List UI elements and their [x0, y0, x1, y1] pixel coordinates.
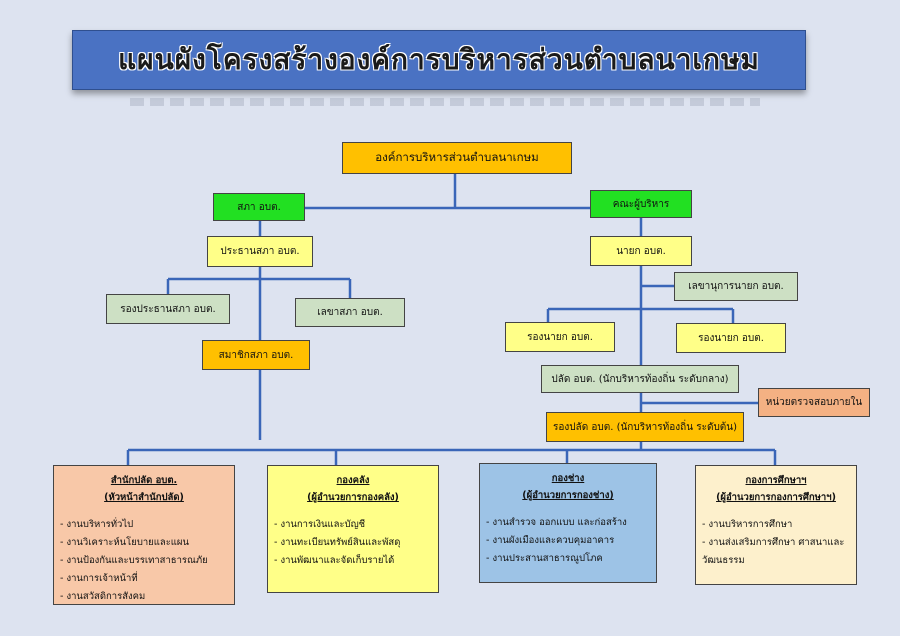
- task-item: งานทะเบียนทรัพย์สินและพัสดุ: [274, 534, 432, 552]
- task-item: งานประสานสาธารณูปโภค: [486, 550, 650, 568]
- department-office-chief: สำนักปลัด อบต. (หัวหน้าสำนักปลัด) งานบริ…: [53, 465, 235, 605]
- node-chief-admin: ปลัด อบต. (นักบริหารท้องถิ่น ระดับกลาง): [541, 365, 739, 393]
- node-mayor: นายก อบต.: [590, 236, 692, 266]
- department-task-list: งานบริหารการศึกษา งานส่งเสริมการศึกษา ศา…: [702, 516, 850, 570]
- node-mayor-secretary: เลขานุการนายก อบต.: [674, 272, 798, 301]
- node-deputy-mayor-1: รองนายก อบต.: [505, 322, 615, 352]
- node-deputy-chief: รองปลัด อบต. (นักบริหารท้องถิ่น ระดับต้น…: [546, 412, 744, 442]
- department-title: สำนักปลัด อบต.: [110, 475, 178, 486]
- page-title: แผนผังโครงสร้างองค์การบริหารส่วนตำบลนาเก…: [118, 43, 760, 76]
- task-item: งานการเงินและบัญชี: [274, 516, 432, 534]
- node-deputy-mayor-2: รองนายก อบต.: [676, 323, 786, 353]
- department-title: กองช่าง: [551, 473, 585, 484]
- department-head: (ผู้อำนวยการกองคลัง): [307, 492, 399, 503]
- node-council-secretary: เลขาสภา อบต.: [295, 298, 405, 327]
- department-head: (ผู้อำนวยการกองการศึกษาฯ): [716, 492, 836, 503]
- task-item: งานสำรวจ ออกแบบ และก่อสร้าง: [486, 514, 650, 532]
- node-internal-audit: หน่วยตรวจสอบภายใน: [758, 388, 870, 417]
- task-item: งานวิเคราะห์นโยบายและแผน: [60, 534, 228, 552]
- department-engineering: กองช่าง (ผู้อำนวยการกองช่าง) งานสำรวจ ออ…: [479, 463, 657, 583]
- node-council-chair: ประธานสภา อบต.: [207, 236, 313, 267]
- department-head: (ผู้อำนวยการกองช่าง): [522, 490, 614, 501]
- node-council-member: สมาชิกสภา อบต.: [202, 340, 310, 370]
- task-item: งานพัฒนาและจัดเก็บรายได้: [274, 552, 432, 570]
- task-item: งานส่งเสริมการศึกษา ศาสนาและวัฒนธรรม: [702, 534, 850, 570]
- title-reflection: [130, 98, 760, 106]
- department-task-list: งานสำรวจ ออกแบบ และก่อสร้าง งานผังเมืองแ…: [486, 514, 650, 568]
- task-item: งานสวัสดิการสังคม: [60, 588, 228, 606]
- department-task-list: งานการเงินและบัญชี งานทะเบียนทรัพย์สินแล…: [274, 516, 432, 570]
- title-banner: แผนผังโครงสร้างองค์การบริหารส่วนตำบลนาเก…: [72, 30, 806, 90]
- task-item: งานป้องกันและบรรเทาสาธารณภัย: [60, 552, 228, 570]
- task-item: งานการเจ้าหน้าที่: [60, 570, 228, 588]
- task-item: งานบริหารทั่วไป: [60, 516, 228, 534]
- department-education: กองการศึกษาฯ (ผู้อำนวยการกองการศึกษาฯ) ง…: [695, 465, 857, 585]
- department-finance: กองคลัง (ผู้อำนวยการกองคลัง) งานการเงินแ…: [267, 465, 439, 593]
- department-task-list: งานบริหารทั่วไป งานวิเคราะห์นโยบายและแผน…: [60, 516, 228, 606]
- node-vice-chair: รองประธานสภา อบต.: [106, 294, 230, 324]
- node-executive: คณะผู้บริหาร: [590, 190, 692, 218]
- department-title: กองคลัง: [336, 475, 370, 486]
- department-head: (หัวหน้าสำนักปลัด): [104, 492, 184, 503]
- task-item: งานผังเมืองและควบคุมอาคาร: [486, 532, 650, 550]
- node-council: สภา อบต.: [213, 193, 305, 221]
- node-root: องค์การบริหารส่วนตำบลนาเกษม: [342, 142, 572, 174]
- department-title: กองการศึกษาฯ: [745, 475, 807, 486]
- task-item: งานบริหารการศึกษา: [702, 516, 850, 534]
